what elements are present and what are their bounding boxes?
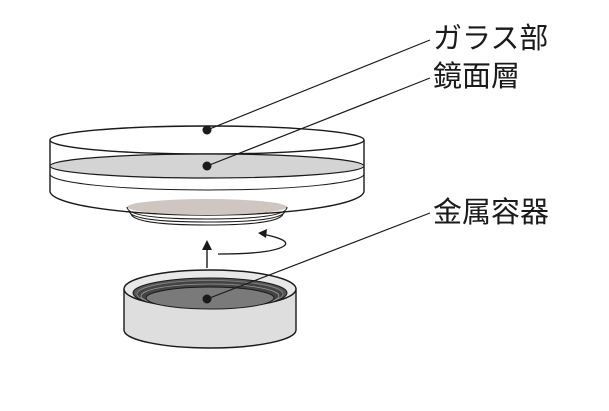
- leader-line-metal: [206, 212, 431, 300]
- lid-thread-face: [127, 199, 287, 215]
- leader-dot-mirror: [202, 161, 212, 171]
- rotation-arrow-head: [258, 229, 267, 238]
- rotation-arrow: [217, 233, 287, 255]
- lid-thread-ring-3: [130, 213, 284, 226]
- lid-thread-ring-2: [128, 210, 286, 223]
- leaders: [202, 39, 431, 304]
- metal-container: [123, 269, 297, 349]
- leader-line-glass: [206, 39, 431, 131]
- label-metal-container: 金属容器: [433, 195, 549, 229]
- glass-part-inner-rim: [49, 173, 365, 191]
- label-mirror-layer: 鏡面層: [433, 59, 520, 93]
- screw-arrows: [202, 229, 287, 268]
- lid-thread: [126, 199, 288, 226]
- up-arrow-head: [202, 240, 212, 250]
- leader-dot-glass: [202, 125, 212, 135]
- leader-dot-metal: [202, 294, 212, 304]
- lid-thread-ring-1: [126, 206, 288, 220]
- label-glass-part: ガラス部: [433, 21, 548, 55]
- leader-line-mirror: [206, 77, 431, 167]
